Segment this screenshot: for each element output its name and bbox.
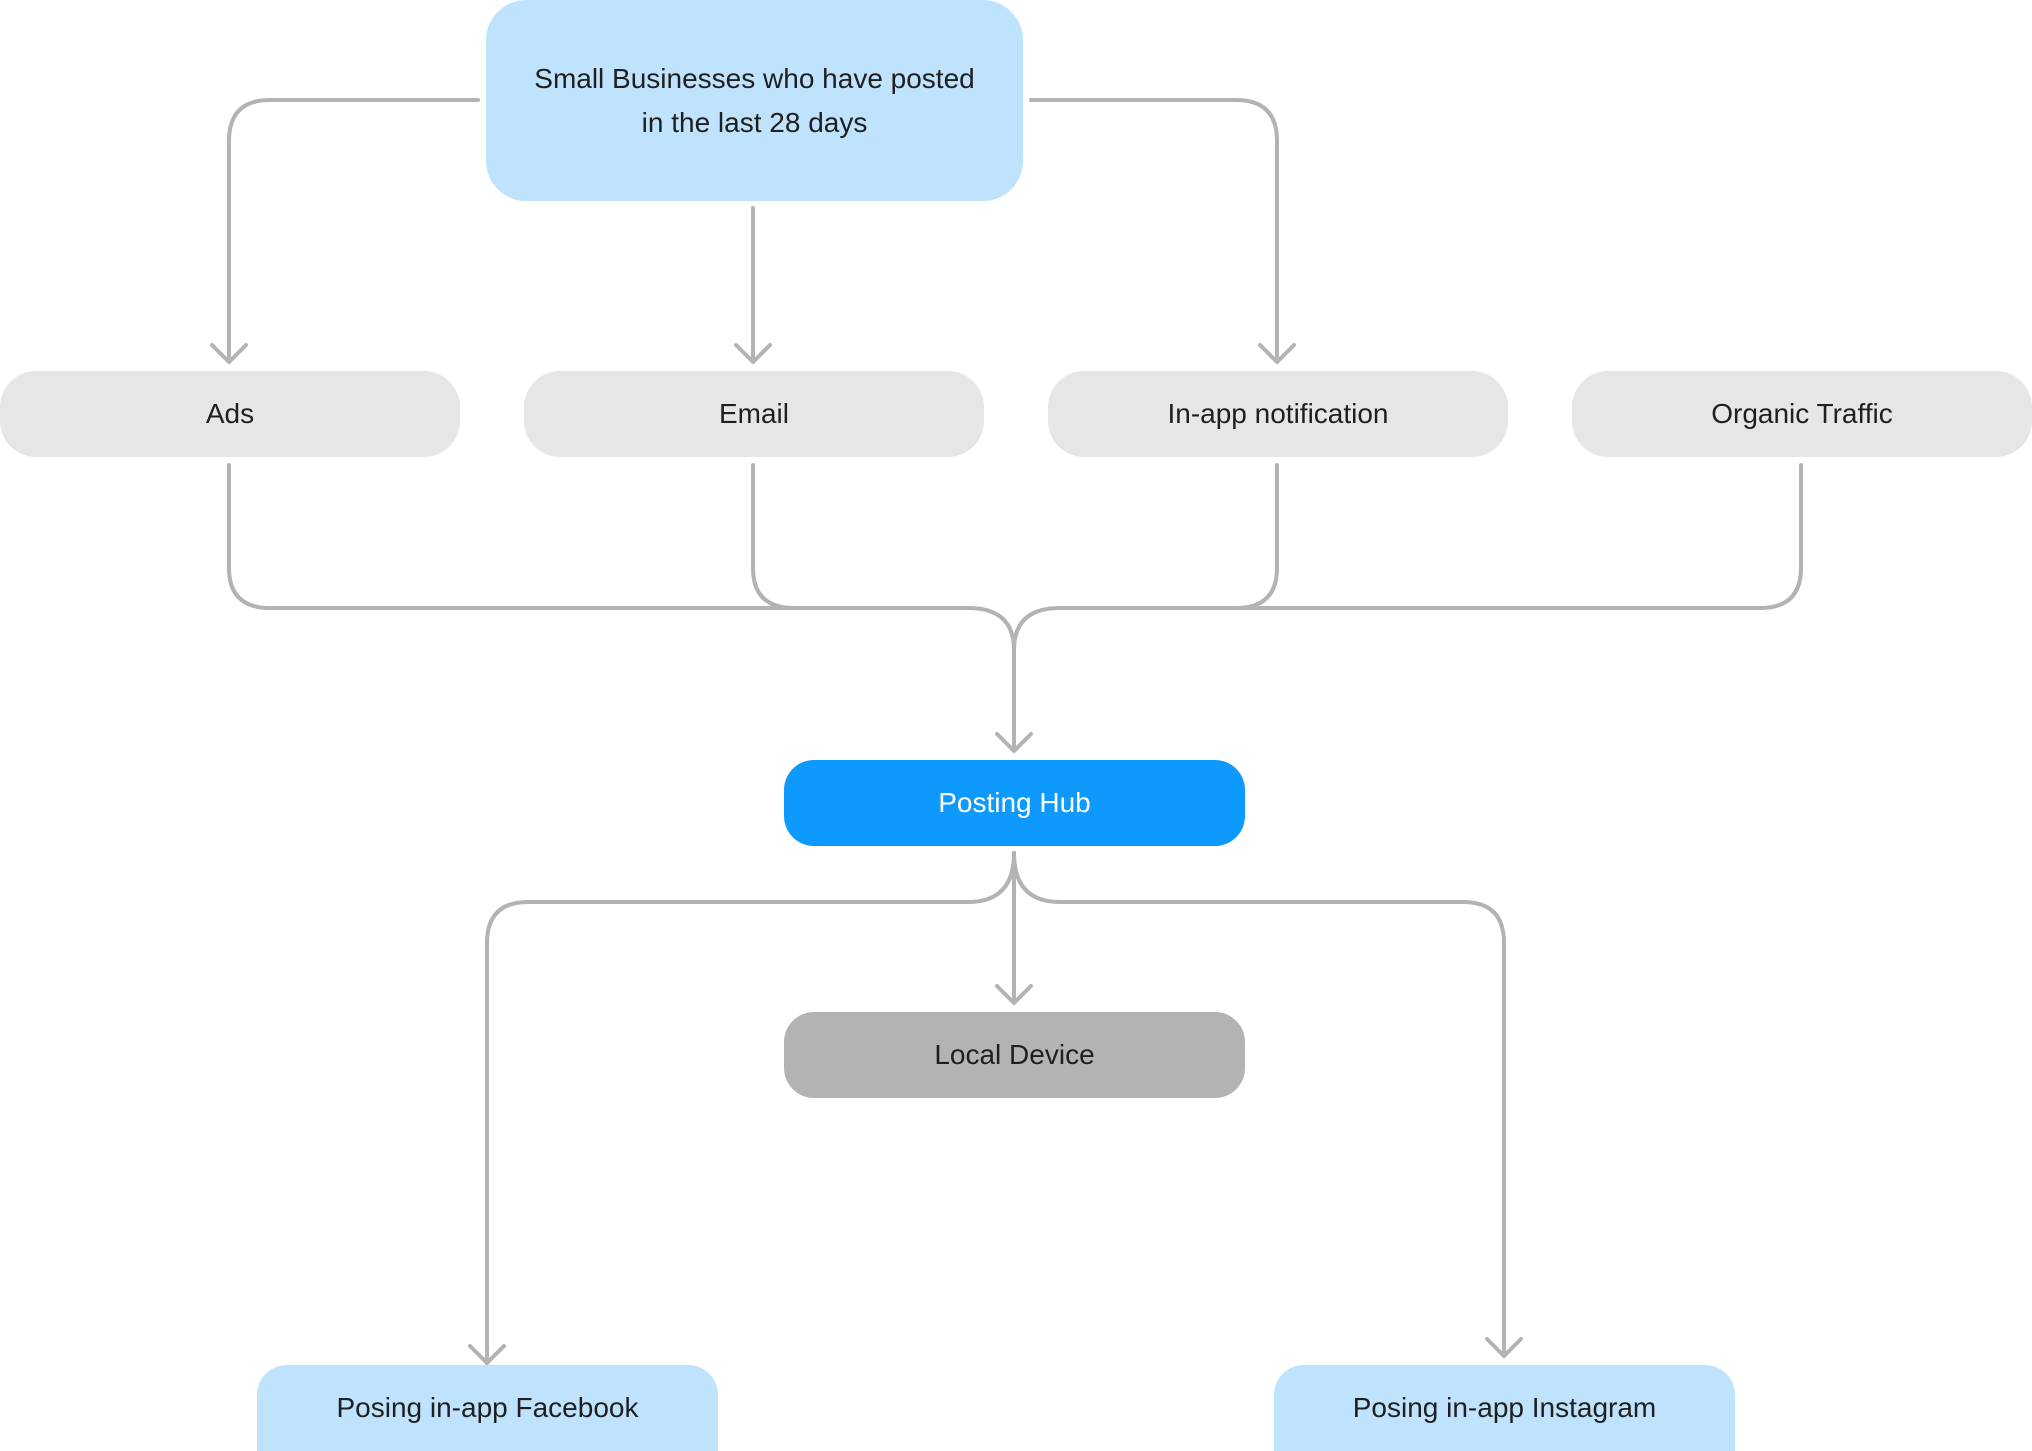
node-small-businesses-label: Small Businesses who have posted in the … bbox=[534, 62, 975, 138]
node-email-label: Email bbox=[718, 398, 789, 429]
node-ads-label: Ads bbox=[205, 398, 255, 429]
node-local-device: Local Device bbox=[784, 1012, 1245, 1098]
node-posting-instagram: Posing in-app Instagram bbox=[1274, 1365, 1735, 1451]
edge-organic-hub bbox=[1012, 463, 1803, 652]
arrowhead-email bbox=[734, 343, 772, 364]
arrowhead-local bbox=[995, 984, 1033, 1005]
node-ads: Ads bbox=[0, 371, 460, 457]
node-small-businesses: Small Businesses who have posted in the … bbox=[486, 0, 1023, 201]
node-posting-hub-label: Posting Hub bbox=[938, 787, 1091, 818]
edge-root-ads bbox=[227, 98, 480, 364]
edge-hub-facebook bbox=[485, 851, 1016, 1365]
edge-inapp-hub bbox=[1234, 463, 1279, 610]
node-email: Email bbox=[524, 371, 984, 457]
arrowhead-inapp bbox=[1258, 343, 1296, 364]
node-in-app-notification-label: In-app notification bbox=[1167, 398, 1389, 429]
edge-root-inapp bbox=[1029, 98, 1279, 364]
node-posting-facebook-label: Posing in-app Facebook bbox=[336, 1392, 639, 1423]
node-organic-traffic-label: Organic Traffic bbox=[1711, 398, 1893, 429]
edge-email-hub bbox=[751, 463, 796, 610]
node-posting-hub: Posting Hub bbox=[784, 760, 1245, 846]
arrowhead-facebook bbox=[468, 1344, 506, 1365]
node-local-device-label: Local Device bbox=[934, 1039, 1095, 1070]
node-posting-instagram-label: Posing in-app Instagram bbox=[1352, 1392, 1657, 1423]
edge-ads-hub bbox=[227, 463, 1016, 652]
node-in-app-notification: In-app notification bbox=[1048, 371, 1508, 457]
arrowhead-instagram bbox=[1485, 1337, 1523, 1358]
arrowhead-ads bbox=[210, 343, 248, 364]
edge-hub-instagram bbox=[1012, 851, 1506, 1358]
node-posting-facebook: Posing in-app Facebook bbox=[257, 1365, 718, 1451]
arrowhead-hub bbox=[995, 732, 1033, 753]
node-organic-traffic: Organic Traffic bbox=[1572, 371, 2032, 457]
